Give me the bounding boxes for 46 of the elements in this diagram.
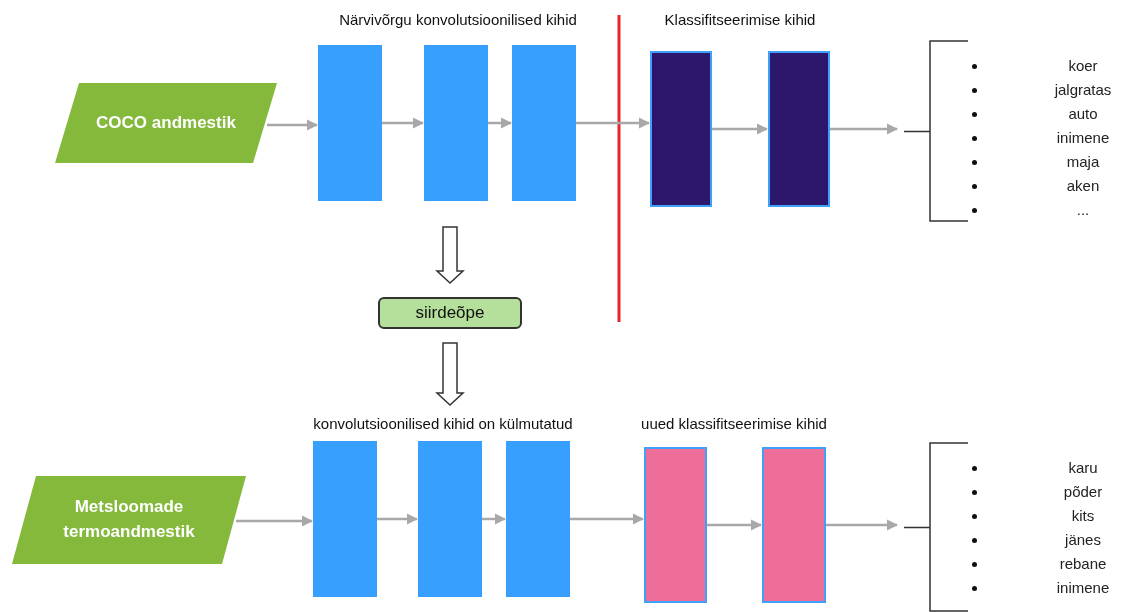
- arrow: [382, 117, 425, 129]
- conv-layer-box: [424, 45, 488, 201]
- process-box: siirdeõpe: [378, 297, 522, 329]
- class-name: jalgratas: [1054, 81, 1112, 98]
- class-name: inimene: [1056, 579, 1110, 596]
- arrow: [830, 123, 899, 135]
- arrow: [707, 519, 763, 531]
- arrow: [267, 119, 319, 131]
- dataset-label: Metsloomade termoandmestik: [62, 496, 196, 543]
- class-name: kits: [1071, 507, 1095, 524]
- class-name: rebane: [1059, 555, 1107, 572]
- arrow: [712, 123, 769, 135]
- section-heading: Närvivõrgu konvolutsioonilised kihid: [339, 11, 577, 28]
- classifier-layer-box: [650, 51, 712, 207]
- arrow: [570, 513, 645, 525]
- class-name: põder: [1063, 483, 1103, 500]
- classifier-layer-box: [762, 447, 826, 603]
- arrow: [482, 513, 507, 525]
- arrow: [488, 117, 513, 129]
- dataset-label: COCO andmestik: [96, 111, 236, 134]
- class-name: jänes: [1065, 531, 1101, 548]
- class-name: aken: [1066, 177, 1100, 194]
- conv-layer-box: [506, 441, 570, 597]
- block-arrow: [435, 226, 465, 285]
- arrow: [826, 519, 899, 531]
- section-heading: konvolutsioonilised kihid on külmutatud: [313, 415, 573, 432]
- classifier-layer-box: [768, 51, 830, 207]
- class-name: karu: [1068, 459, 1098, 476]
- arrow: [236, 515, 314, 527]
- class-name: ...: [1076, 201, 1090, 218]
- conv-layer-box: [418, 441, 482, 597]
- input-parallelogram: [12, 476, 246, 564]
- arrow: [377, 513, 419, 525]
- conv-layer-box: [512, 45, 576, 201]
- arrow: [576, 117, 651, 129]
- conv-layer-box: [318, 45, 382, 201]
- class-name: koer: [1068, 57, 1098, 74]
- block-arrow: [435, 342, 465, 407]
- conv-layer-box: [313, 441, 377, 597]
- section-heading: uued klassifitseerimise kihid: [641, 415, 827, 432]
- class-name: maja: [1066, 153, 1100, 170]
- classifier-layer-box: [644, 447, 707, 603]
- class-name: auto: [1068, 105, 1098, 122]
- section-heading: Klassifitseerimise kihid: [664, 11, 816, 28]
- input-parallelogram: [55, 83, 277, 163]
- class-name: inimene: [1056, 129, 1110, 146]
